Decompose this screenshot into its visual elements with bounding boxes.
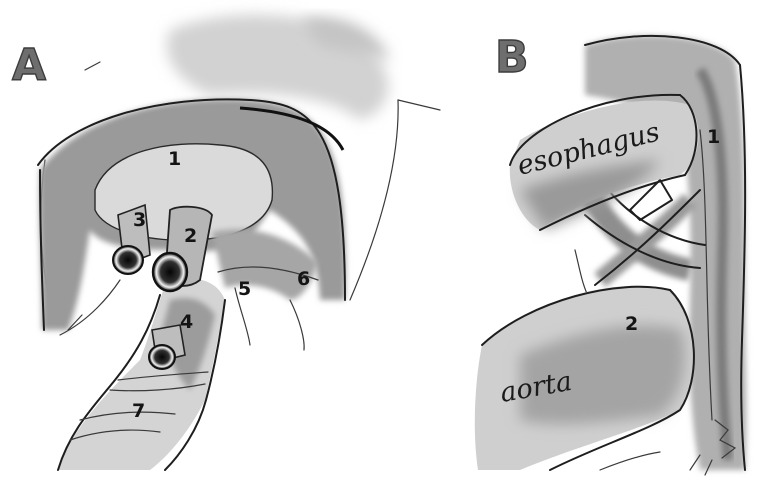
label-a-6: 6 [297,268,310,290]
panel-a-letter: A [12,40,46,91]
panel-a: A 1 2 3 4 5 6 7 [12,15,440,470]
label-a-7: 7 [132,400,145,422]
panel-b: B 1 2 esophagus aorta [475,32,747,475]
label-a-2: 2 [184,225,197,247]
label-a-3: 3 [133,209,146,231]
esophagus-tube-a [58,279,225,470]
label-b-1: 1 [707,126,720,148]
label-a-1: 1 [168,148,181,170]
label-a-5: 5 [238,278,251,300]
label-a-4: 4 [180,311,193,333]
panel-b-letter: B [495,32,529,83]
label-b-2: 2 [625,313,638,335]
